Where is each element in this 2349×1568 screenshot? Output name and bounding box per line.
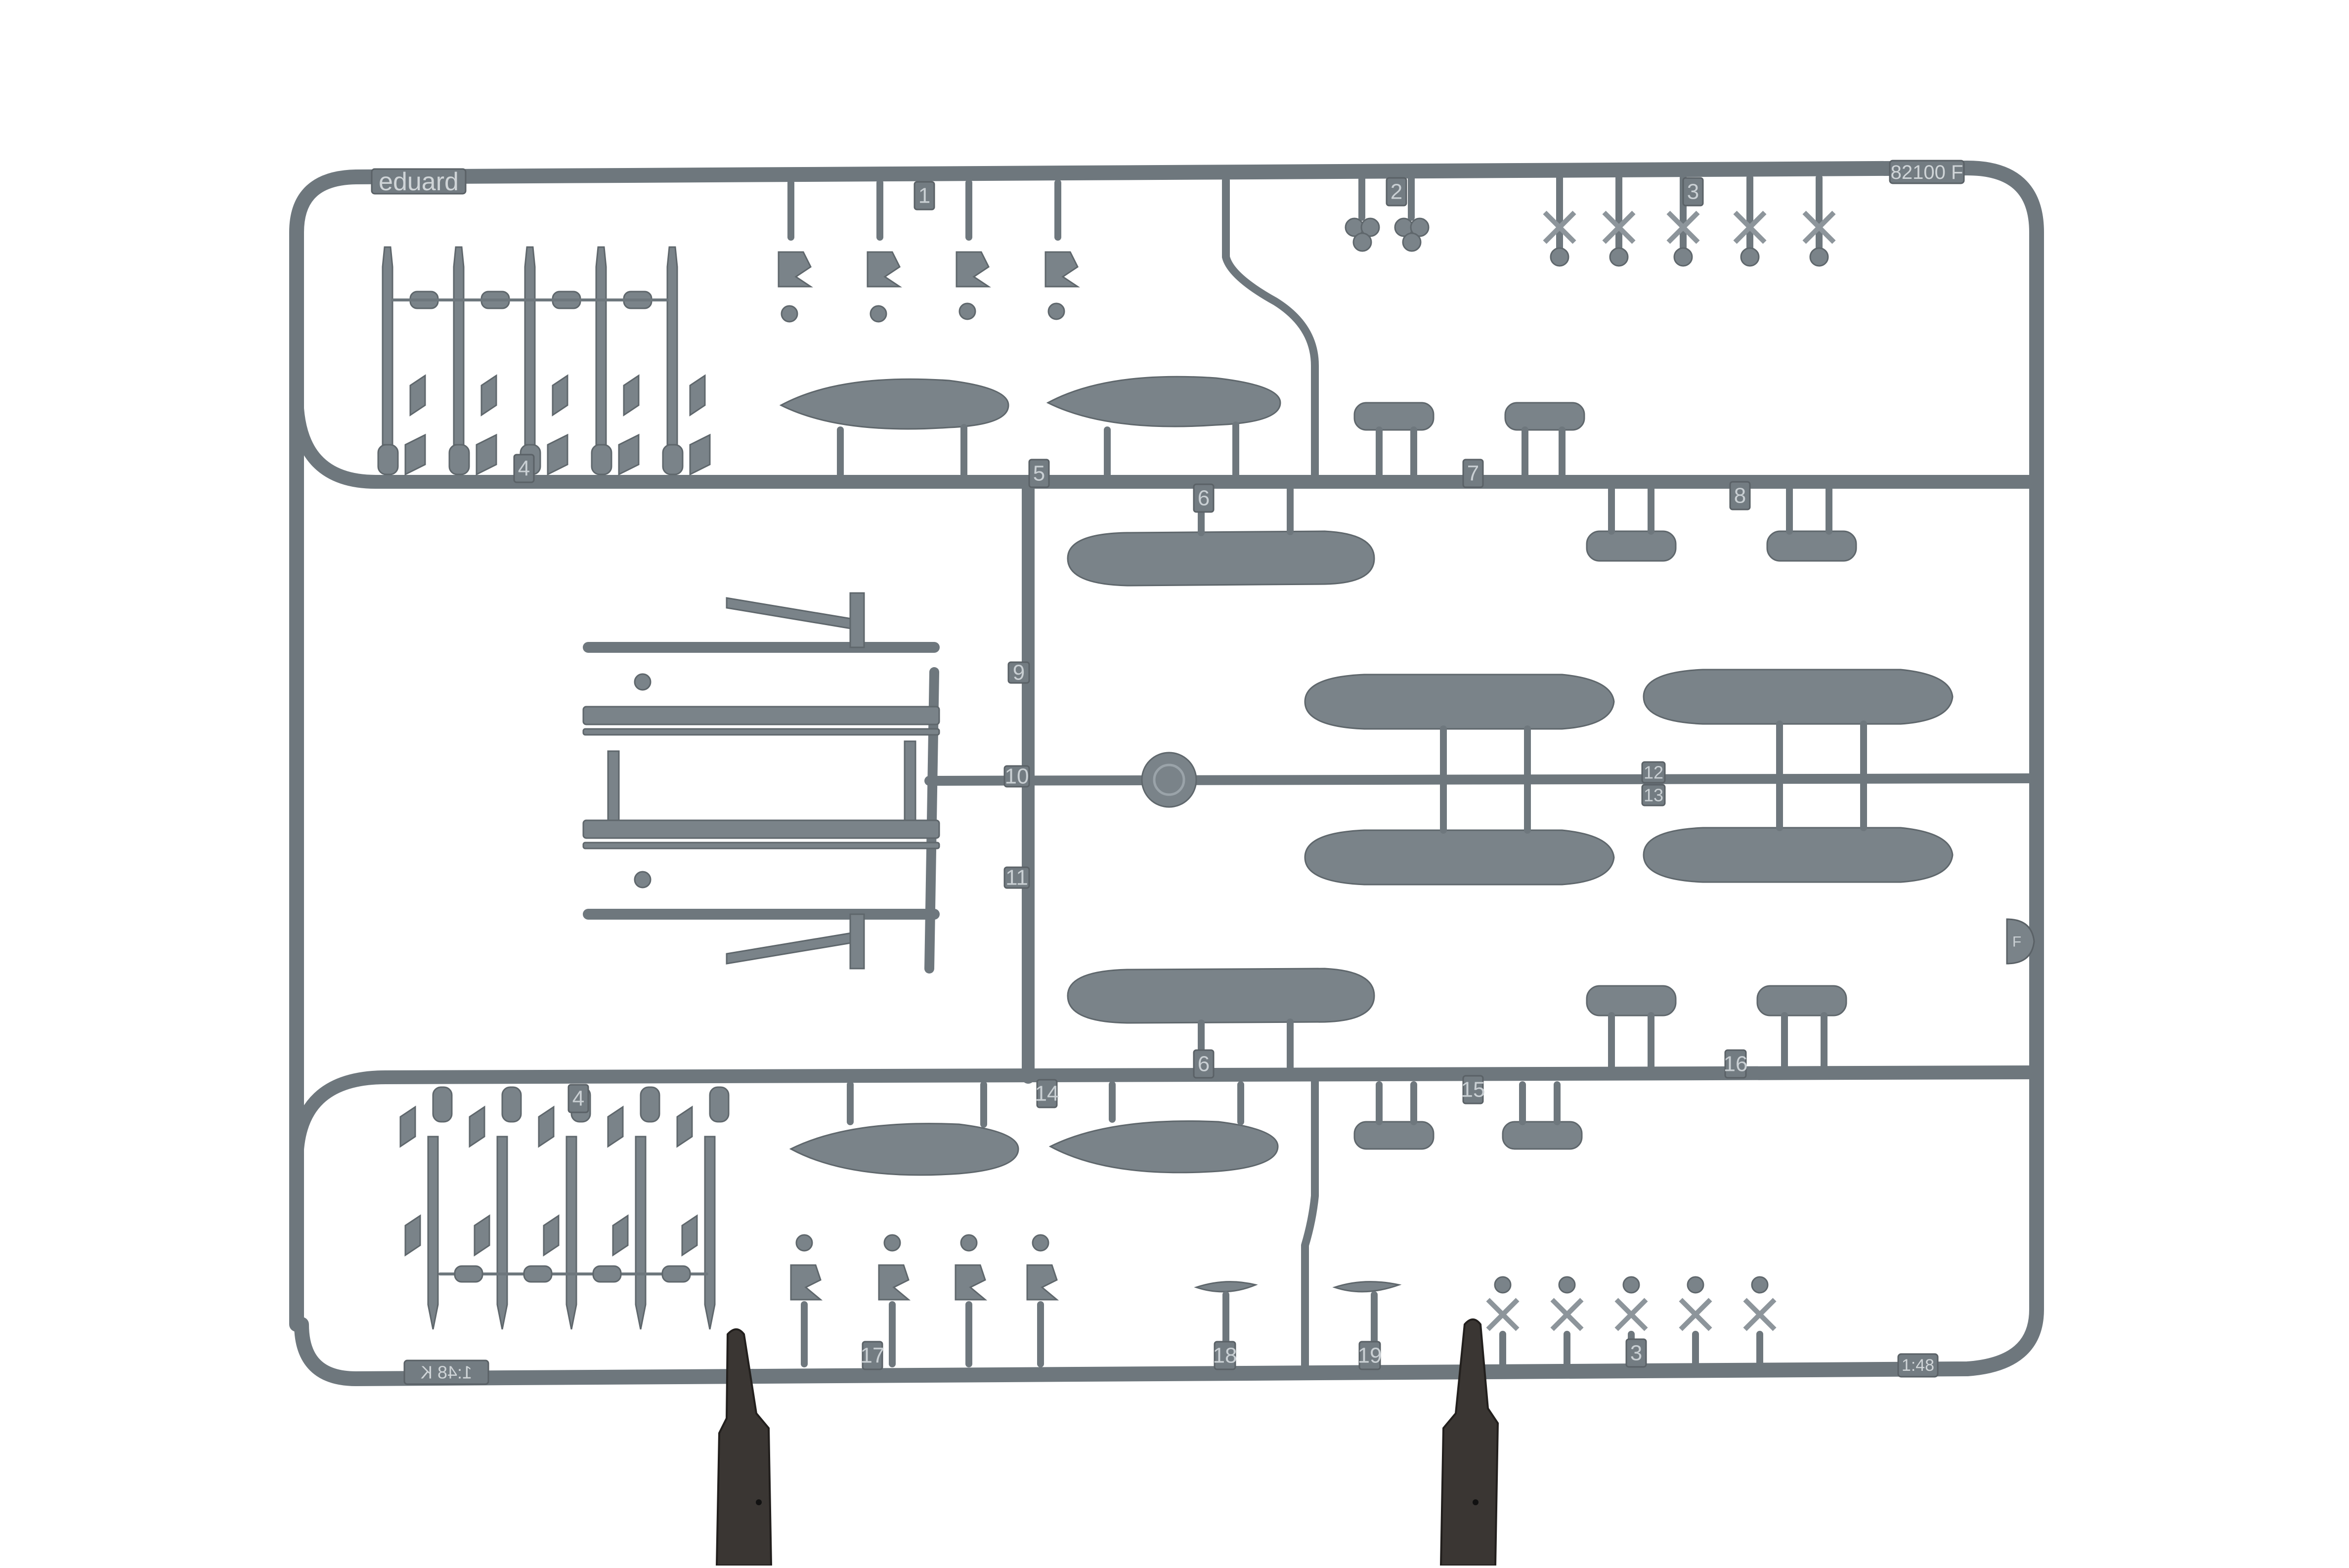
small-torpedo-parts <box>1194 1281 1402 1372</box>
svg-text:5: 5 <box>1033 462 1045 486</box>
bomb-racks-top <box>778 179 1080 323</box>
svg-text:1:48 K: 1:48 K <box>421 1362 472 1383</box>
kit-code-tag: 82100 F <box>1889 160 1965 184</box>
svg-text:17: 17 <box>861 1344 885 1368</box>
svg-text:3: 3 <box>1687 180 1699 204</box>
part-tag-14: 14 <box>1035 1079 1059 1108</box>
rail-assemblies <box>582 592 940 970</box>
part-tag-17: 17 <box>861 1341 885 1370</box>
rocket-part <box>662 246 711 476</box>
svg-text:9: 9 <box>1013 661 1025 685</box>
part-tag-10: 10 <box>1003 764 1030 789</box>
long-tanks <box>1067 486 1375 1076</box>
rocket-part <box>591 246 652 476</box>
svg-text:1: 1 <box>918 184 930 208</box>
part-number-tags: 1 2 3 4 5 6 7 8 9 10 11 12 13 6 14 15 16… <box>513 177 1751 1370</box>
rocket-part <box>448 246 510 476</box>
part-tag-15: 15 <box>1461 1075 1485 1104</box>
fuse-clusters <box>1345 174 1430 252</box>
rocket-part <box>538 1086 591 1330</box>
part-tag-7: 7 <box>1462 459 1484 488</box>
holding-clip-left <box>715 1328 773 1567</box>
part-tag-18: 18 <box>1213 1341 1237 1370</box>
part-tag-6-bottom: 6 <box>1193 1049 1215 1079</box>
rocket-part <box>520 246 581 476</box>
teardrop-tanks-bottom <box>789 1081 1279 1176</box>
svg-text:7: 7 <box>1467 462 1479 486</box>
part-tag-4-top: 4 <box>513 454 535 483</box>
rockets-top-group <box>377 246 711 476</box>
part-tag-11: 11 <box>1003 866 1030 890</box>
svg-text:82100 F: 82100 F <box>1891 162 1963 183</box>
rocket-part <box>676 1086 730 1330</box>
part-tag-1: 1 <box>914 181 935 211</box>
svg-text:1:48: 1:48 <box>1902 1356 1934 1375</box>
svg-text:19: 19 <box>1358 1344 1382 1368</box>
svg-text:12: 12 <box>1644 763 1663 783</box>
scale-tag: 1:48 <box>1897 1353 1939 1378</box>
rockets-bottom-group <box>399 1086 730 1330</box>
part-tag-3-bottom: 3 <box>1625 1338 1647 1368</box>
svg-text:F: F <box>2012 934 2021 950</box>
svg-text:10: 10 <box>1005 764 1029 789</box>
svg-text:16: 16 <box>1724 1052 1748 1076</box>
small-bombs <box>1353 402 1857 1150</box>
bomb-racks-bottom <box>790 1234 1059 1367</box>
part-tag-5: 5 <box>1028 459 1050 488</box>
hub-part <box>1141 752 1197 808</box>
holding-clip-right <box>1439 1318 1499 1567</box>
rocket-part <box>399 1086 453 1330</box>
part-tag-4-bottom: 4 <box>567 1084 589 1113</box>
part-tag-16: 16 <box>1724 1049 1748 1079</box>
rocket-part <box>377 246 439 476</box>
svg-text:3: 3 <box>1630 1341 1642 1365</box>
svg-text:4: 4 <box>572 1087 584 1111</box>
drop-tanks-large <box>1304 669 1954 886</box>
svg-text:11: 11 <box>1005 866 1028 890</box>
part-tag-8: 8 <box>1729 481 1751 510</box>
svg-text:eduard: eduard <box>379 168 459 196</box>
part-tag-19: 19 <box>1358 1341 1382 1370</box>
svg-text:8: 8 <box>1734 484 1746 508</box>
sprue-letter-tab: F <box>2006 918 2035 965</box>
svg-text:2: 2 <box>1391 180 1402 204</box>
part-tag-9: 9 <box>1007 661 1030 685</box>
part-tag-2: 2 <box>1386 177 1407 207</box>
fin-assemblies-top <box>1543 174 1836 267</box>
brand-tag: eduard <box>371 168 467 196</box>
part-tag-6-top: 6 <box>1193 483 1215 513</box>
part-tag-13: 13 <box>1641 784 1666 806</box>
svg-text:13: 13 <box>1644 785 1663 805</box>
part-tag-12: 12 <box>1641 761 1666 784</box>
svg-text:14: 14 <box>1035 1082 1059 1106</box>
rocket-part <box>607 1086 660 1330</box>
svg-text:18: 18 <box>1213 1344 1237 1368</box>
teardrop-tanks-top <box>779 376 1281 478</box>
scale-tag-mirrored: 1:48 K <box>403 1359 489 1385</box>
svg-text:6: 6 <box>1198 486 1210 510</box>
svg-text:15: 15 <box>1461 1078 1485 1102</box>
part-tag-3-top: 3 <box>1682 177 1704 207</box>
svg-text:6: 6 <box>1198 1052 1210 1076</box>
svg-text:4: 4 <box>518 457 530 481</box>
rocket-part <box>469 1086 522 1330</box>
